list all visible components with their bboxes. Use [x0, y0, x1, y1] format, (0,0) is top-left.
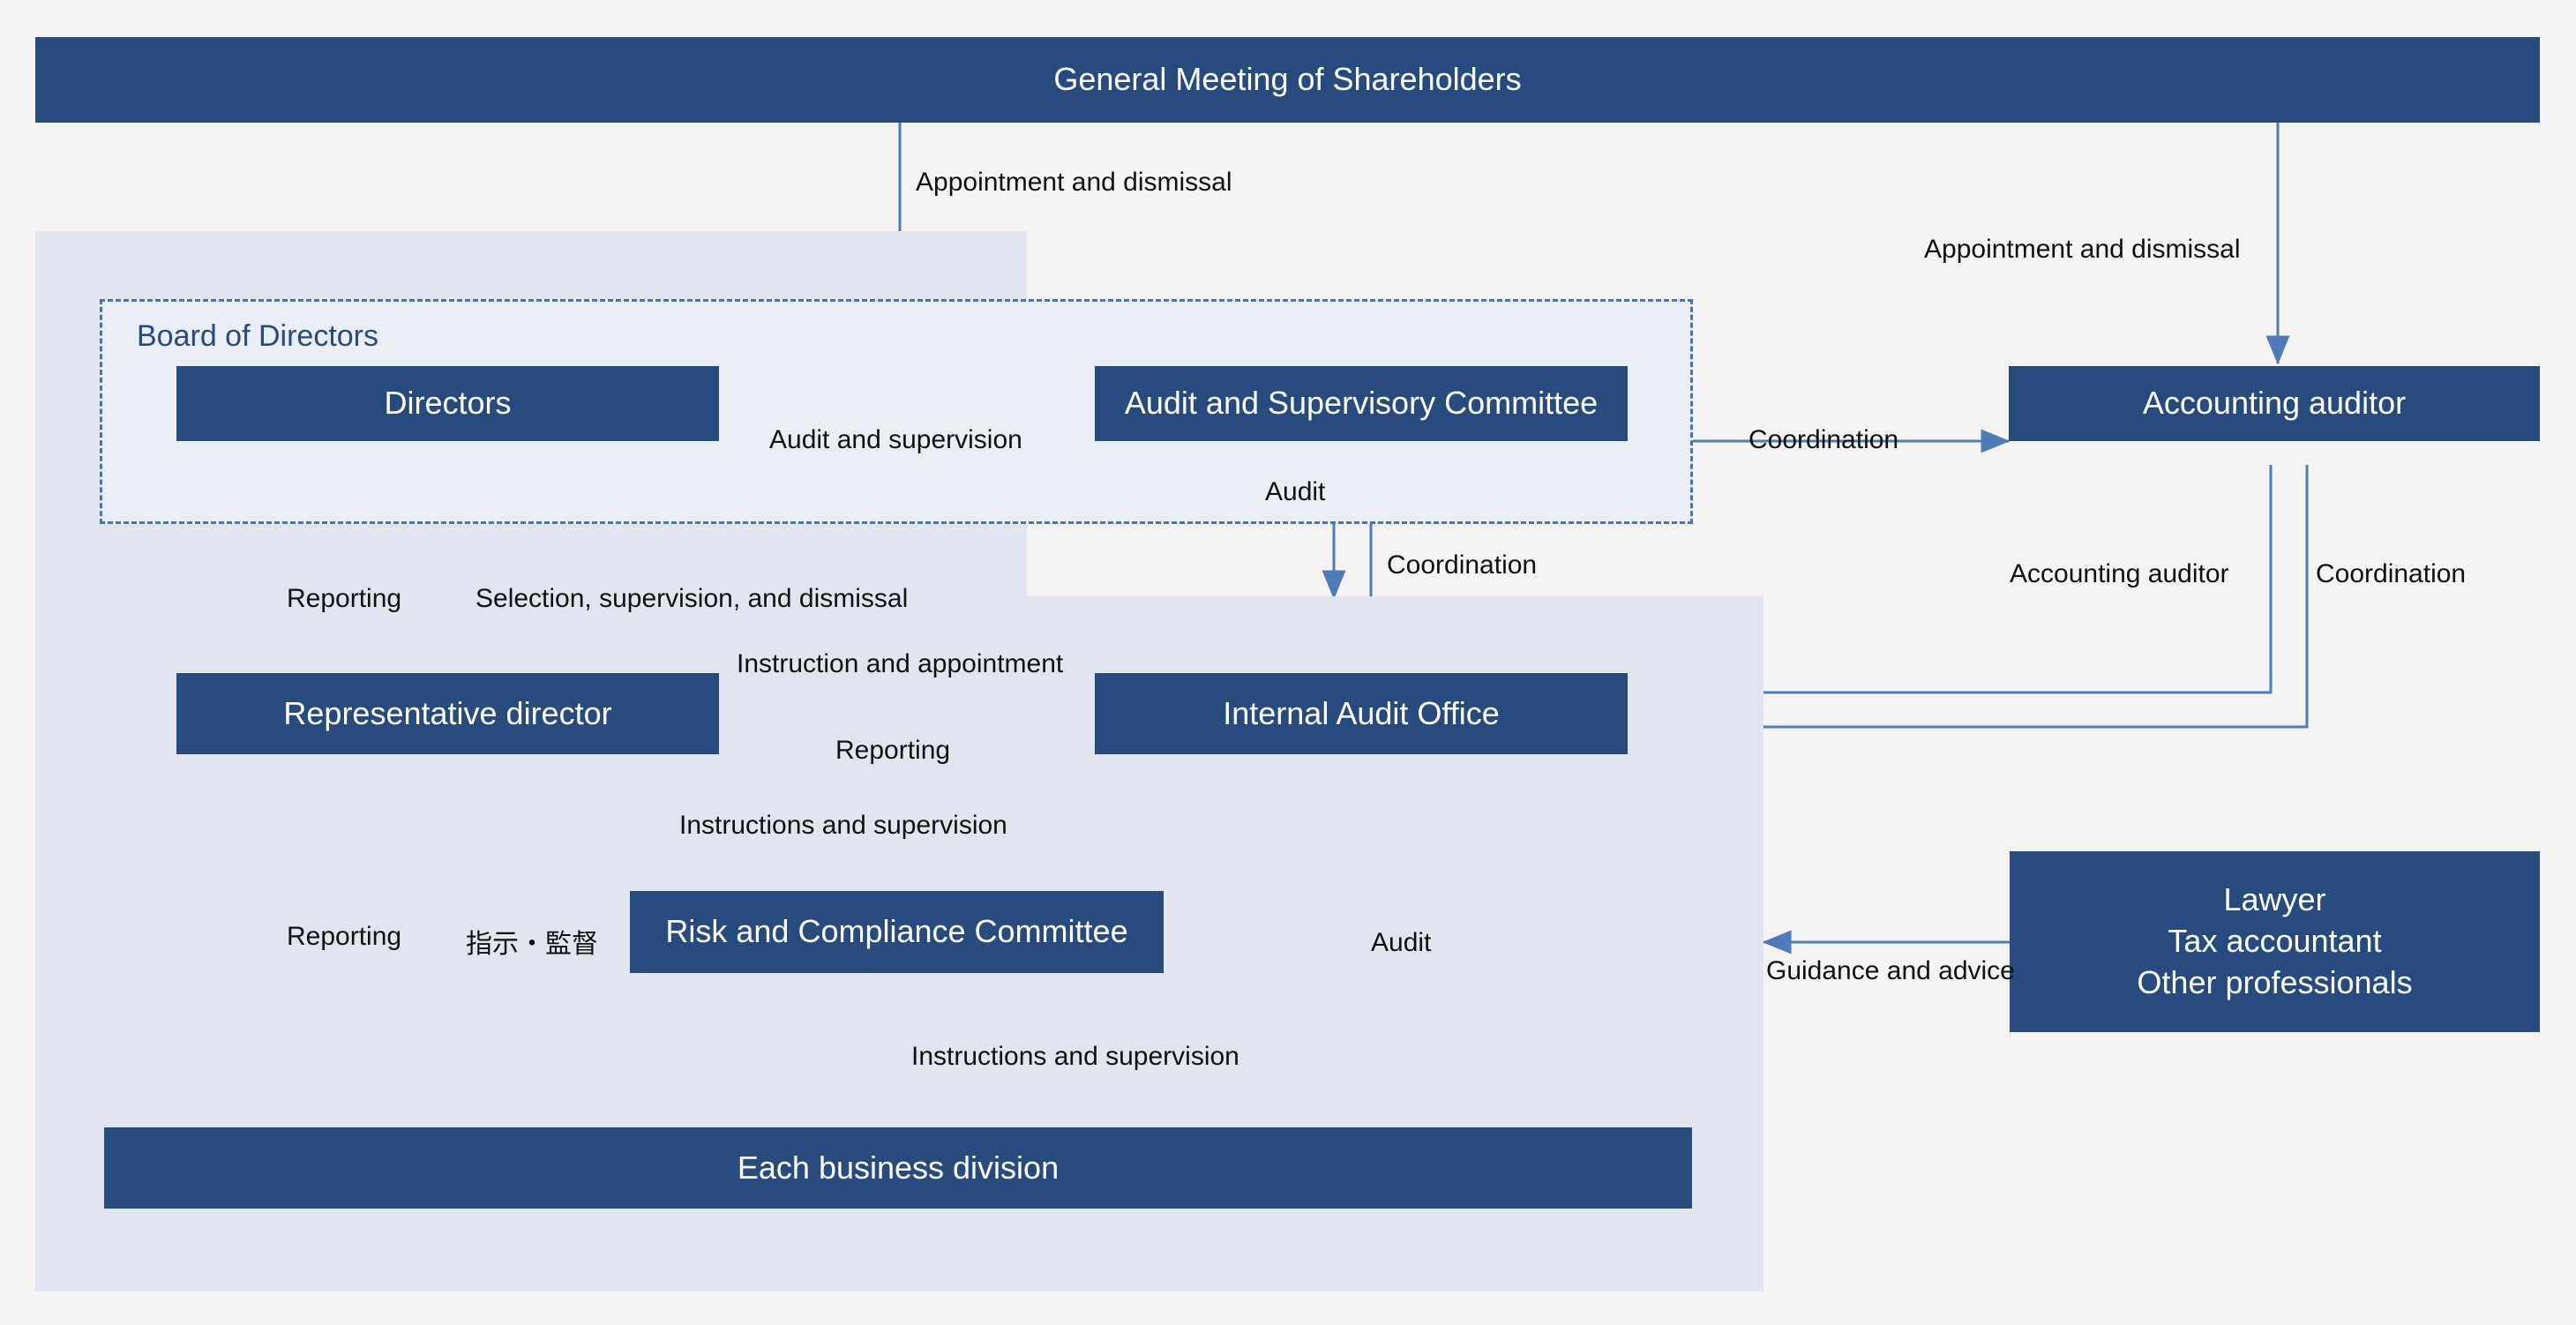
- edge-label-audit-and-supervision: Audit and supervision: [769, 425, 1022, 454]
- node-label: General Meeting of Shareholders: [1053, 61, 1522, 98]
- edge-label-audit-committee-to-iao: Audit: [1265, 477, 1326, 506]
- node-label: Accounting auditor: [2142, 385, 2407, 422]
- edge-label-instructions-and-supervision-repdir-risk: Instructions and supervision: [679, 811, 1007, 840]
- node-professionals[interactable]: Lawyer Tax accountant Other professional…: [2010, 851, 2540, 1032]
- edge-label-coordination-auditor-committee: Coordination: [1749, 425, 1899, 454]
- edge-label-guidance-and-advice: Guidance and advice: [1766, 956, 2015, 985]
- edge-label-coordination-committee-iao: Coordination: [1387, 550, 1538, 580]
- node-label: Each business division: [737, 1149, 1060, 1186]
- edge-label-appointment-and-dismissal-auditor: Appointment and dismissal: [1924, 235, 2241, 264]
- edge-label-instruction-and-appointment: Instruction and appointment: [737, 649, 1064, 678]
- board-of-directors-label: Board of Directors: [137, 319, 378, 353]
- edge-label-accounting-auditor-to-iao: Accounting auditor: [2010, 559, 2229, 588]
- node-label: Directors: [384, 385, 512, 422]
- node-accounting-auditor[interactable]: Accounting auditor: [2009, 366, 2540, 441]
- edge-label-instructions-and-supervision-risk-division: Instructions and supervision: [911, 1042, 1239, 1071]
- node-each-business-division[interactable]: Each business division: [104, 1127, 1692, 1209]
- node-label: Representative director: [283, 694, 612, 731]
- node-representative-director[interactable]: Representative director: [176, 673, 719, 754]
- edge-label-shiji-kantoku: 指示・監督: [466, 930, 598, 959]
- edge-label-reporting-iao-to-repdir: Reporting: [835, 736, 951, 765]
- edge-label-reporting-division-to-board: Reporting: [287, 922, 402, 951]
- node-label: Internal Audit Office: [1223, 694, 1500, 731]
- edge-label-appointment-and-dismissal-board: Appointment and dismissal: [916, 168, 1232, 197]
- node-label: Risk and Compliance Committee: [665, 913, 1128, 950]
- node-label: Lawyer Tax accountant Other professional…: [2137, 881, 2413, 1000]
- arrow-accounting-auditor-to-internal-audit-office: [1626, 465, 2273, 705]
- node-directors[interactable]: Directors: [176, 366, 719, 441]
- edge-label-reporting-repdir-to-board: Reporting: [287, 584, 402, 613]
- node-general-meeting-of-shareholders[interactable]: General Meeting of Shareholders: [35, 37, 2540, 123]
- node-audit-and-supervisory-committee[interactable]: Audit and Supervisory Committee: [1095, 366, 1628, 441]
- node-internal-audit-office[interactable]: Internal Audit Office: [1095, 673, 1628, 754]
- edge-label-selection-supervision-dismissal: Selection, supervision, and dismissal: [476, 584, 909, 613]
- node-label: Audit and Supervisory Committee: [1124, 385, 1599, 422]
- arrow-accounting-auditor-coordination-to-internal-audit-office: [1626, 465, 2309, 739]
- edge-label-audit-iao-to-division: Audit: [1371, 928, 1432, 957]
- node-risk-and-compliance-committee[interactable]: Risk and Compliance Committee: [630, 891, 1164, 973]
- edge-label-coordination-auditor-to-iao: Coordination: [2316, 559, 2467, 588]
